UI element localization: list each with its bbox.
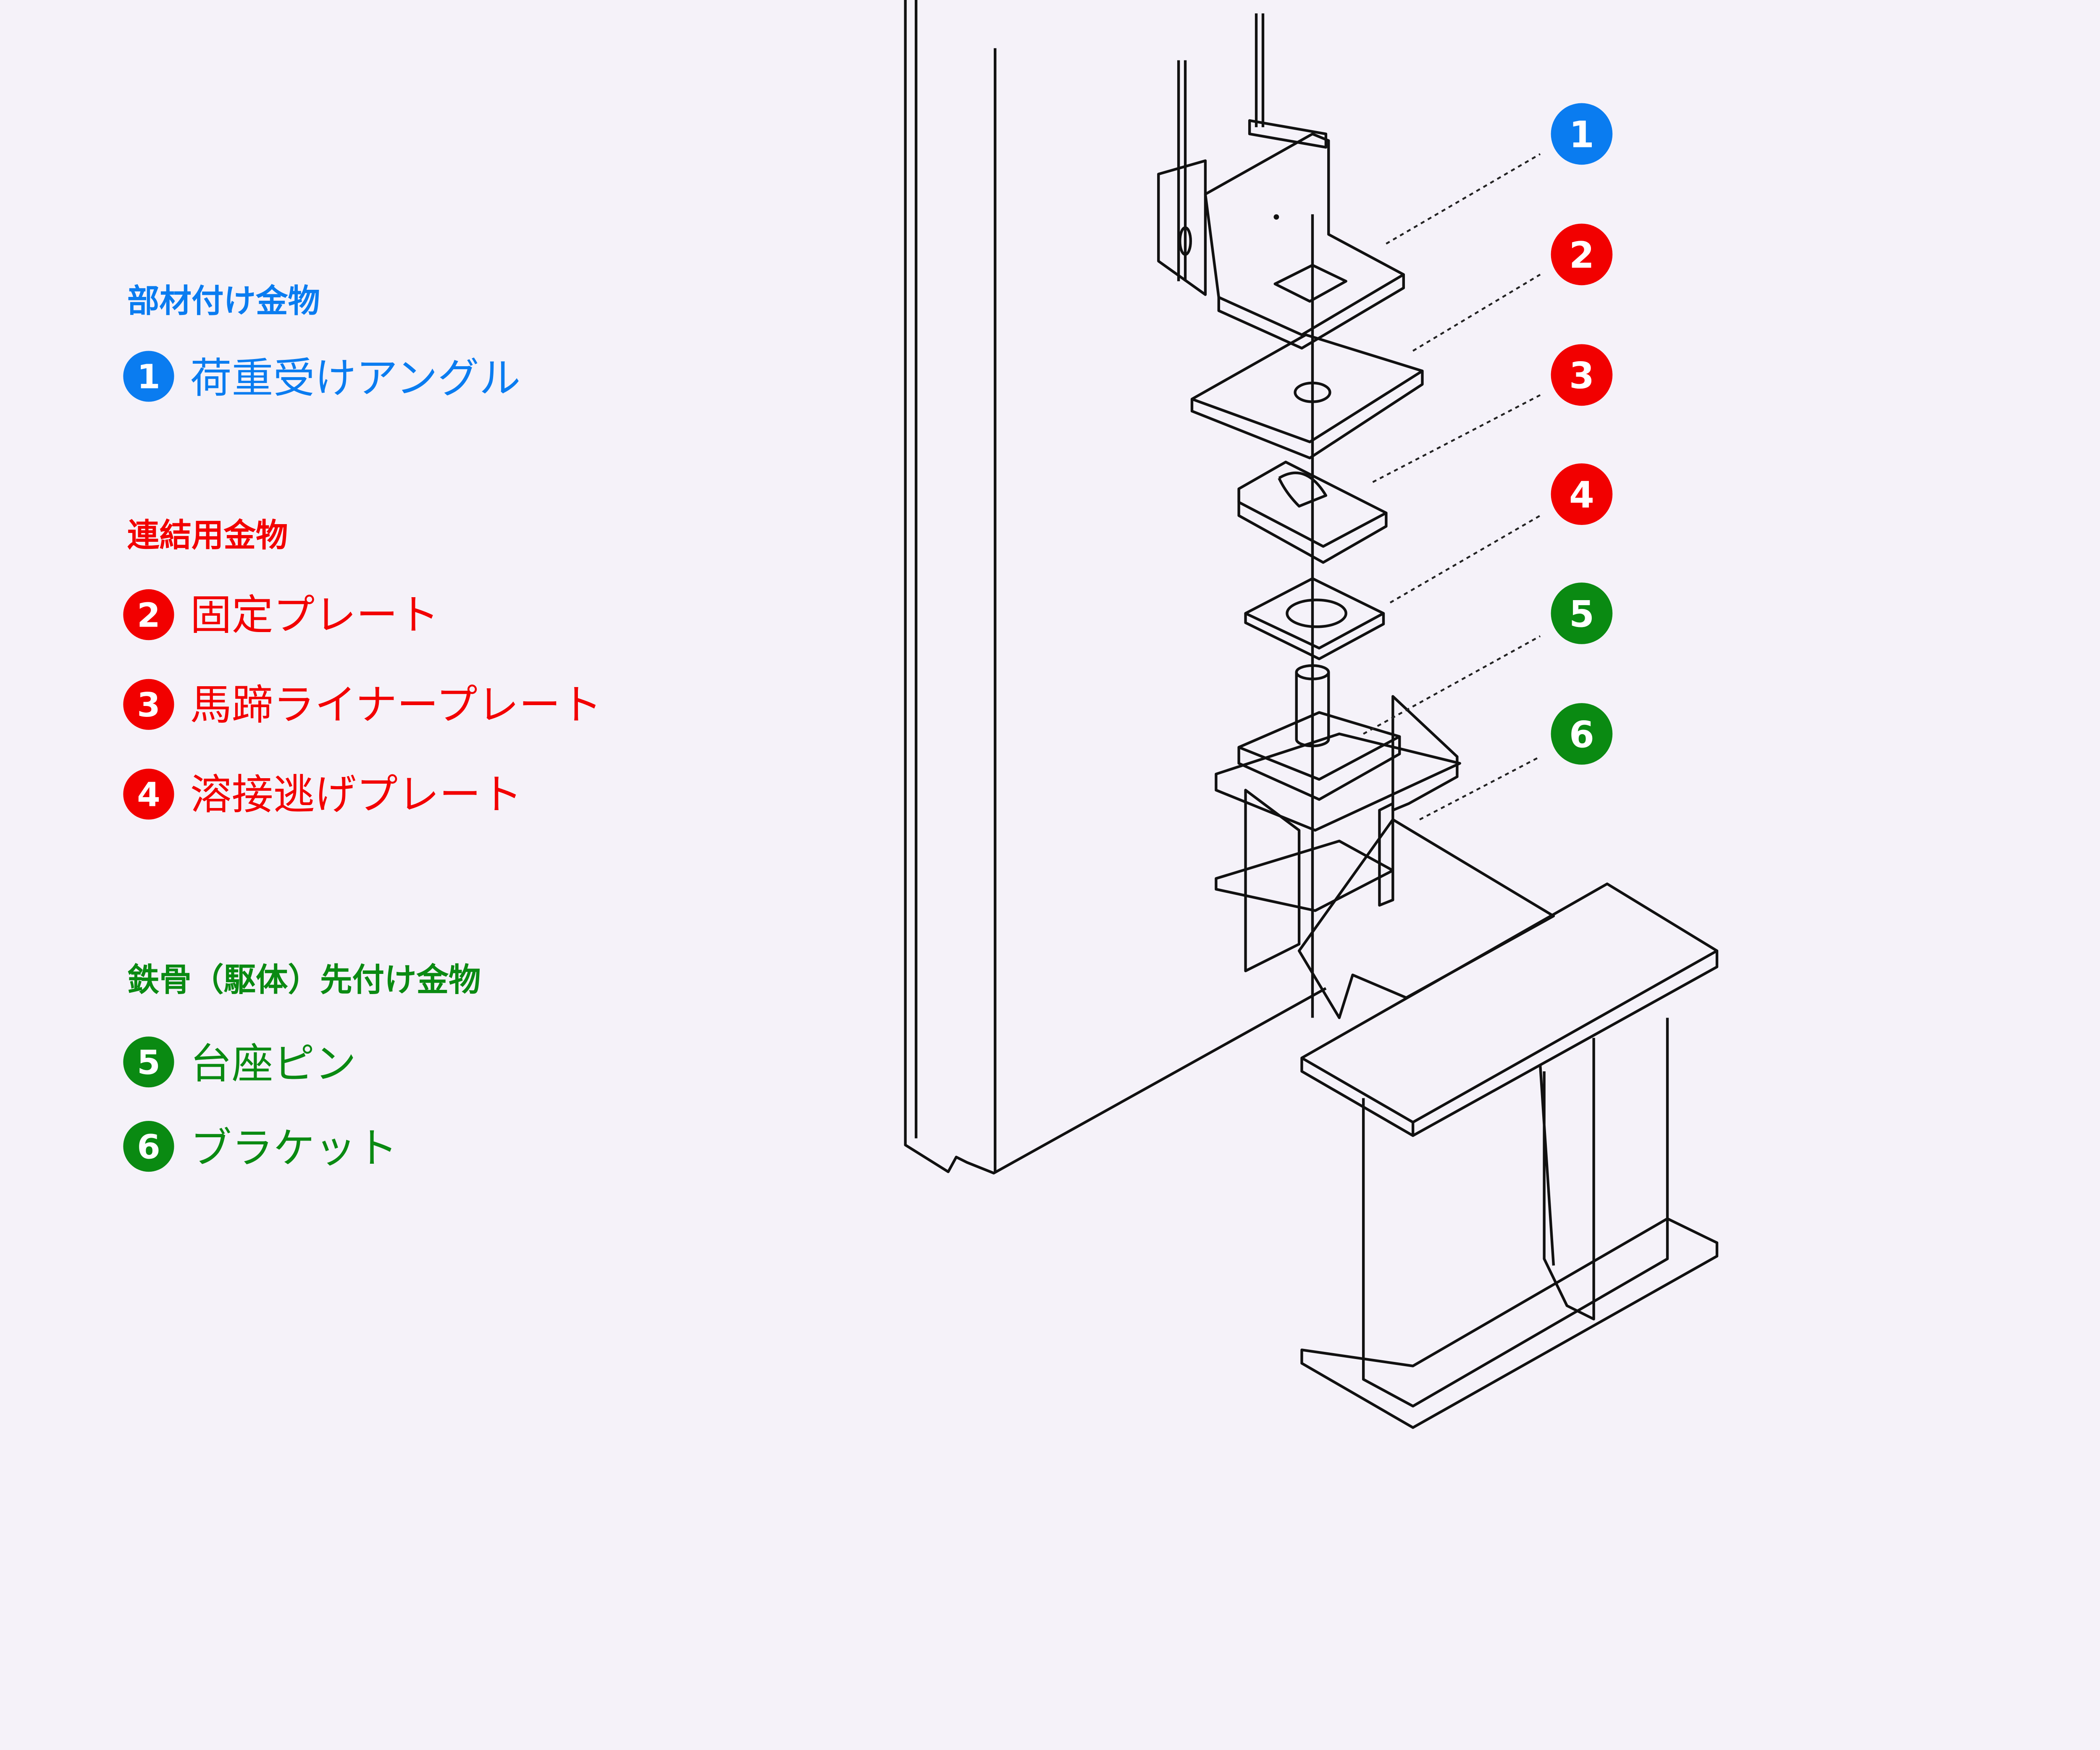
legend-label: 溶接逃げプレート [190,771,522,819]
legend-item-5: 5 台座ピン [123,1036,356,1088]
callout-number: 5 [1569,593,1594,635]
bracket [1215,695,1555,1019]
badge-number: 4 [137,775,160,814]
callout-4 [1551,463,1613,525]
badge-2 [123,589,174,640]
callout-1 [1551,103,1613,165]
legend-item-2: 2 固定プレート [123,589,439,640]
callout-2 [1551,223,1613,286]
callout-number: 6 [1569,714,1594,756]
callouts: 1 2 3 4 5 6 [1551,103,1613,765]
legend-item-3: 3 馬蹄ライナープレート [123,679,602,730]
badge-3 [123,679,174,730]
badge-6 [123,1121,174,1172]
callout-number: 3 [1569,355,1594,397]
group-heading-steel: 鉄骨（駆体）先付け金物 [127,962,481,999]
legend-label: 荷重受けアングル [190,354,521,402]
badge-4 [123,769,174,820]
callout-5 [1551,582,1613,644]
legend-item-1: 1 荷重受けアングル [123,351,521,402]
diagram: 部材付け金物 1 荷重受けアングル 連結用金物 2 固定プレート 3 馬蹄ライナ… [123,0,1719,1429]
legend-label: 台座ピン [190,1040,356,1088]
callout-number: 2 [1569,235,1594,277]
callout-number: 4 [1569,475,1594,517]
h-beam [1300,882,1719,1429]
wall-panel [904,0,1327,1175]
legend: 部材付け金物 1 荷重受けアングル 連結用金物 2 固定プレート 3 馬蹄ライナ… [123,283,602,1173]
legend-item-6: 6 ブラケット [123,1121,398,1173]
callout-3 [1551,344,1613,406]
group-heading-member: 部材付け金物 [127,283,320,320]
badge-number: 6 [137,1127,160,1166]
badge-number: 2 [137,596,160,635]
callout-number: 1 [1569,114,1594,156]
group-heading-connection: 連結用金物 [127,517,288,554]
legend-label: 固定プレート [190,591,439,640]
weld-relief-plate [1244,577,1385,661]
load-angle [1157,13,1405,350]
badge-1 [123,351,174,402]
legend-label: ブラケット [190,1124,398,1173]
leader-lines [1363,153,1541,821]
legend-item-4: 4 溶接逃げプレート [123,769,522,820]
callout-6 [1551,703,1613,765]
badge-5 [123,1036,174,1088]
badge-number: 1 [137,357,160,396]
badge-number: 3 [137,685,160,724]
horseshoe-liner [1237,460,1388,564]
badge-number: 5 [137,1043,160,1082]
legend-label: 馬蹄ライナープレート [190,681,602,729]
